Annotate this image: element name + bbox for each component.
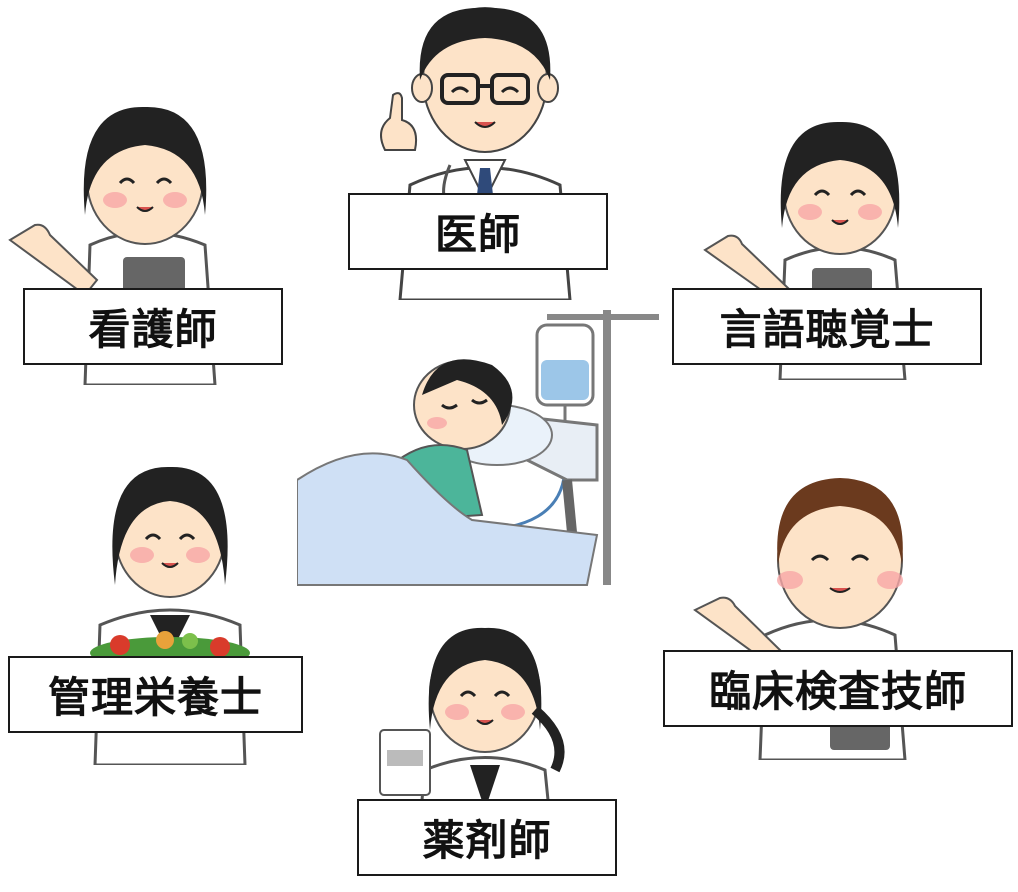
role-label-nurse: 看護師 <box>23 288 283 365</box>
role-label-doctor: 医師 <box>348 193 608 270</box>
role-label-speech-therapist: 言語聴覚士 <box>672 288 982 365</box>
role-label-dietitian: 管理栄養士 <box>8 656 303 733</box>
role-label-lab-technician: 臨床検査技師 <box>663 650 1013 727</box>
pharmacist-figure <box>379 627 565 820</box>
patient-bed-illustration <box>297 310 659 586</box>
role-label-pharmacist: 薬剤師 <box>357 799 617 876</box>
